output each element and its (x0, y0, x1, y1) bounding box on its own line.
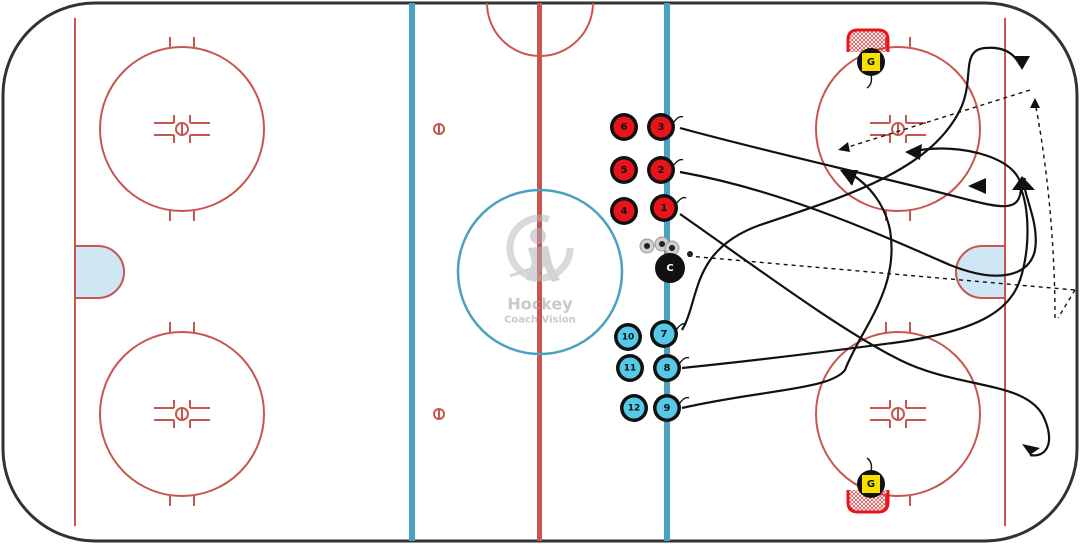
red-3-label: 3 (658, 122, 665, 133)
coach-label: C (666, 263, 673, 274)
faceoff-circle (99, 37, 265, 221)
logo-text-coach-vision: Coach Vision (504, 315, 576, 326)
left-goal-crease (74, 245, 125, 299)
blue-10-label: 10 (622, 333, 635, 343)
skate-path-8 (681, 185, 1029, 370)
center-circle (456, 188, 624, 356)
right-goal-crease (955, 245, 1006, 299)
red-6[interactable]: 6 (610, 113, 638, 141)
top-net (846, 28, 890, 52)
goalie-top-label: G (867, 57, 875, 68)
red-2[interactable]: 2 (647, 156, 684, 184)
skate-path-2 (679, 170, 1037, 277)
skate-path-7 (681, 46, 1021, 331)
blue-8-label: 8 (664, 363, 671, 374)
logo-text-hockey: Hockey (507, 295, 573, 314)
hockey-coach-vision-logo: Hockey Coach Vision (504, 214, 576, 326)
left-blue-line (409, 3, 415, 541)
coach[interactable]: C (655, 253, 685, 283)
goalie-bottom[interactable]: G (857, 457, 885, 498)
blue-7-label: 7 (661, 329, 668, 340)
red-1[interactable]: 1 (650, 194, 687, 222)
red-6-label: 6 (621, 122, 628, 133)
pass-path-coach (687, 255, 1076, 291)
skate-path-9 (681, 171, 893, 410)
red-2-label: 2 (658, 165, 665, 176)
red-3[interactable]: 3 (647, 113, 684, 141)
blue-7[interactable]: 7 (650, 320, 687, 348)
goalie-bottom-label: G (867, 479, 875, 490)
faceoff-circle (99, 322, 265, 506)
pass-path-point-2 (844, 89, 1031, 149)
blue-9[interactable]: 9 (653, 394, 690, 422)
red-5[interactable]: 5 (610, 156, 638, 184)
blue-12[interactable]: 12 (620, 394, 648, 422)
blue-10[interactable]: 10 (614, 323, 642, 351)
red-4[interactable]: 4 (610, 197, 638, 225)
pass-path-point-3 (1057, 289, 1076, 319)
blue-12-label: 12 (628, 404, 641, 414)
blue-11-label: 11 (624, 364, 637, 374)
blue-11[interactable]: 11 (616, 354, 644, 382)
referee-crease (486, 2, 594, 57)
faceoff-circle (815, 322, 981, 506)
skate-path-3 (679, 126, 1023, 208)
red-1-label: 1 (661, 203, 668, 214)
red-5-label: 5 (621, 165, 628, 176)
blue-8[interactable]: 8 (653, 354, 690, 382)
goalie-top[interactable]: G (857, 48, 885, 89)
blue-9-label: 9 (664, 403, 671, 414)
skate-path-1 (679, 213, 1051, 457)
red-4-label: 4 (621, 206, 628, 217)
drill-paths (679, 46, 1076, 457)
puck-pile (639, 236, 693, 257)
path-arrowheads (838, 56, 1040, 455)
